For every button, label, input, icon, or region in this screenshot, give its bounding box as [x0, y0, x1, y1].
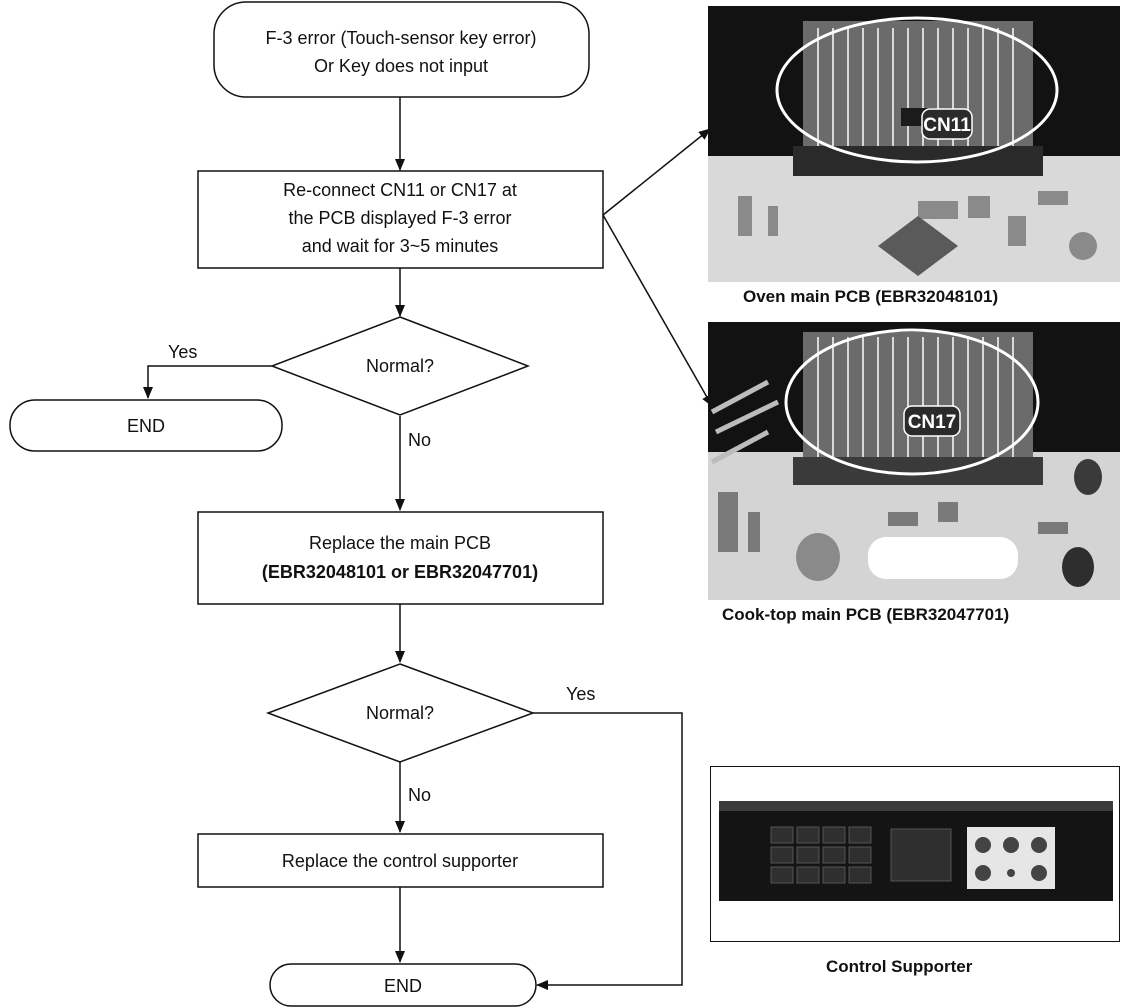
end-2-label: END	[384, 976, 422, 996]
arrow-step1-to-oven-photo	[602, 128, 711, 216]
oven-pcb-photo: CN11	[708, 6, 1120, 282]
arrow-decision1-yes-to-end1	[143, 365, 272, 399]
step-replace-pcb-line1: Replace the main PCB	[309, 533, 491, 553]
step-replace-supporter-box	[197, 833, 604, 888]
oven-pcb-illustration: CN11	[708, 6, 1120, 282]
step-reconnect-line1: Re-connect CN11 or CN17 at	[283, 180, 517, 200]
cooktop-pcb-photo: CN17	[708, 322, 1120, 600]
decision-normal-2	[265, 663, 536, 763]
end-terminator-1	[9, 399, 283, 452]
arrow-decision2-yes-to-end2	[533, 712, 683, 990]
control-supporter-illustration	[719, 801, 1113, 901]
decision-normal-1-label: Normal?	[366, 356, 434, 376]
cn11-tag: CN11	[923, 115, 971, 136]
connectors	[143, 97, 713, 990]
decision-1-no-label: No	[408, 430, 431, 450]
step-replace-supporter-label: Replace the control supporter	[282, 851, 518, 871]
arrow-step1-to-cooktop-photo	[602, 214, 713, 407]
cooktop-pcb-illustration: CN17	[708, 322, 1120, 600]
start-line1: F-3 error (Touch-sensor key error)	[265, 28, 536, 48]
decision-2-yes-label: Yes	[566, 684, 595, 704]
step-reconnect-line2: the PCB displayed F-3 error	[288, 208, 511, 228]
decision-normal-2-label: Normal?	[366, 703, 434, 723]
oven-pcb-caption: Oven main PCB (EBR32048101)	[743, 287, 999, 306]
start-line2: Or Key does not input	[314, 56, 488, 76]
step-replace-pcb-box	[197, 511, 604, 605]
control-supporter-photo	[710, 766, 1120, 942]
step-reconnect-box	[197, 170, 604, 269]
decision-1-yes-label: Yes	[168, 342, 197, 362]
cooktop-pcb-caption: Cook-top main PCB (EBR32047701)	[722, 605, 1010, 624]
cn17-tag: CN17	[908, 412, 957, 433]
start-terminator	[213, 1, 590, 98]
control-supporter-caption: Control Supporter	[826, 957, 973, 976]
end-1-label: END	[127, 416, 165, 436]
step-replace-pcb-line2: (EBR32048101 or EBR32047701)	[262, 562, 538, 582]
decision-normal-1	[269, 316, 531, 416]
end-terminator-2	[269, 963, 537, 1007]
decision-2-no-label: No	[408, 785, 431, 805]
step-reconnect-line3: and wait for 3~5 minutes	[302, 236, 499, 256]
